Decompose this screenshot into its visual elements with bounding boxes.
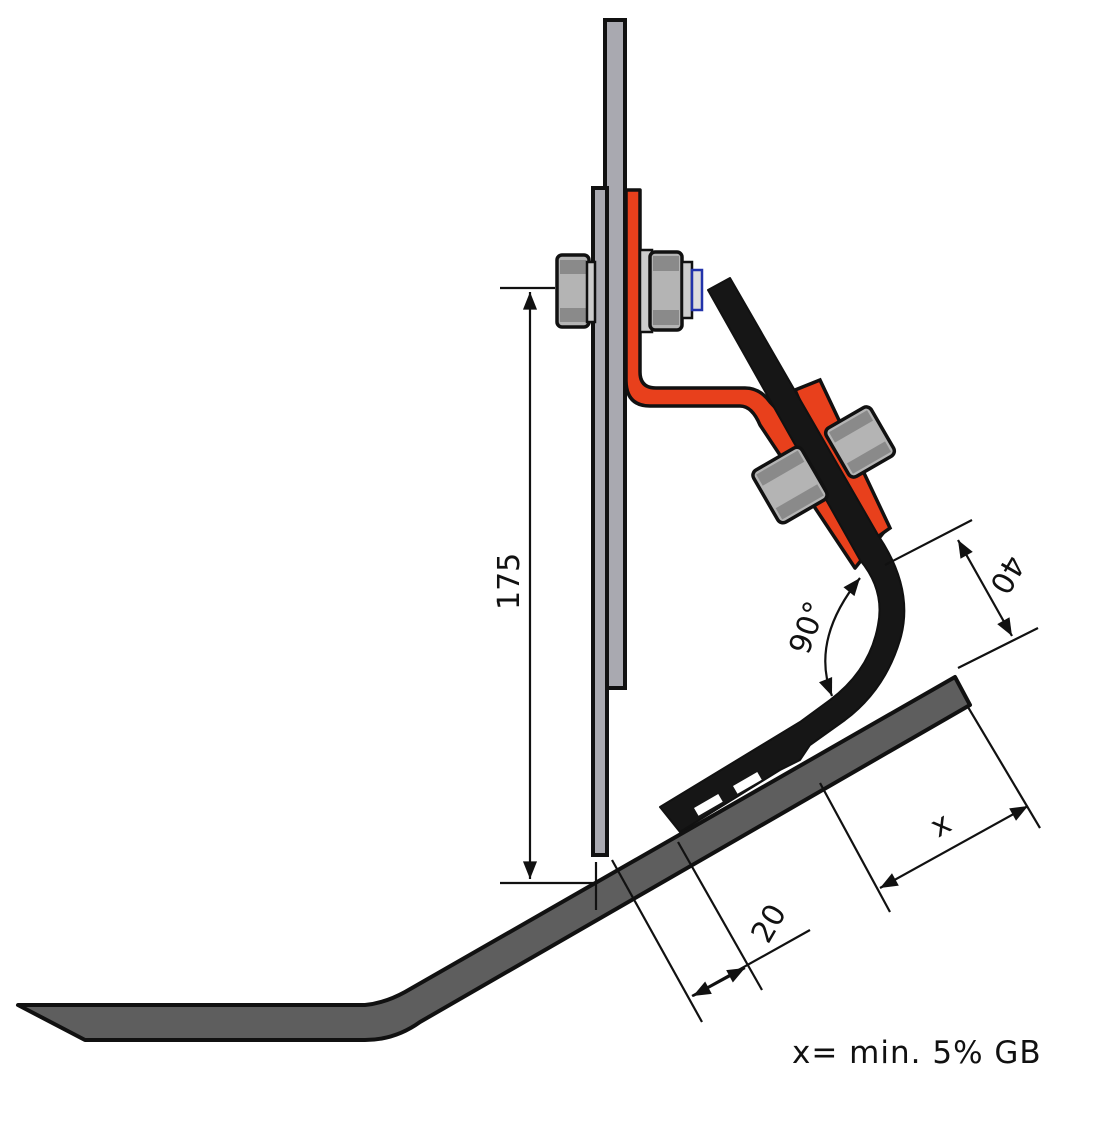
nut-left <box>555 253 597 329</box>
height-dimension-label: 175 <box>492 553 527 610</box>
tine-slot <box>694 794 723 816</box>
tine-slot <box>733 772 762 794</box>
nut-clamp-outer <box>823 405 897 479</box>
overlap-dimension-label: 20 <box>745 898 794 949</box>
lower-plate <box>591 186 609 857</box>
nut-clamp-inner <box>751 445 829 525</box>
nut-right <box>638 248 704 334</box>
note-text: x= min. 5% GB <box>792 1035 1042 1071</box>
x-dimension-label: x <box>925 806 958 845</box>
offset-dimension-label: 40 <box>982 549 1031 600</box>
blade <box>16 675 972 1042</box>
